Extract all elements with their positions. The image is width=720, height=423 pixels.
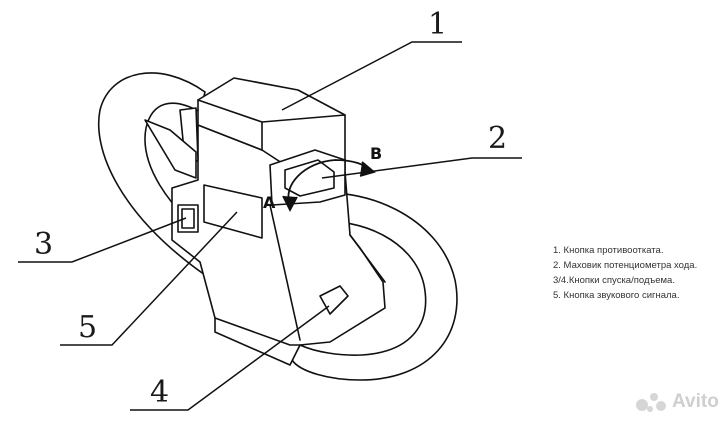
front-tube-outline — [291, 192, 458, 381]
legend-item: 5. Кнопка звукового сигнала. — [553, 290, 680, 301]
legend-item: 2. Маховик потенциометра хода. — [553, 260, 698, 271]
leader-lines — [18, 41, 522, 411]
arrow-a-head — [282, 195, 298, 212]
button-3 — [177, 204, 199, 233]
callout-3: 3 — [34, 227, 53, 262]
callout-4: 4 — [150, 375, 169, 410]
legend-item: 1. Кнопка противоотката. — [553, 245, 664, 256]
callout-5: 5 — [78, 310, 97, 345]
callout-2: 2 — [488, 121, 507, 156]
callout-1: 1 — [428, 7, 447, 42]
direction-b: B — [370, 144, 382, 163]
legend: 1. Кнопка противоотката. 2. Маховик поте… — [553, 243, 697, 303]
direction-a: A — [263, 193, 276, 212]
top-block-edge — [197, 99, 346, 151]
button-3-inner — [181, 208, 195, 229]
leader-2 — [321, 157, 522, 179]
avito-logo-icon — [636, 393, 666, 412]
handle-drawing — [97, 72, 458, 381]
leader-4 — [130, 305, 330, 411]
wheel-window — [284, 159, 335, 197]
body-lower-edge — [214, 204, 386, 346]
leader-1 — [281, 41, 462, 111]
watermark-text: Avito — [672, 391, 719, 412]
legend-item: 3/4.Кнопки спуска/подъема. — [553, 275, 675, 286]
button-5 — [203, 184, 263, 239]
leader-3 — [18, 217, 187, 263]
leader-5 — [60, 211, 238, 346]
arrow-b-head — [359, 161, 376, 177]
inner-strut — [144, 119, 197, 179]
watermark: Avito — [630, 387, 719, 417]
